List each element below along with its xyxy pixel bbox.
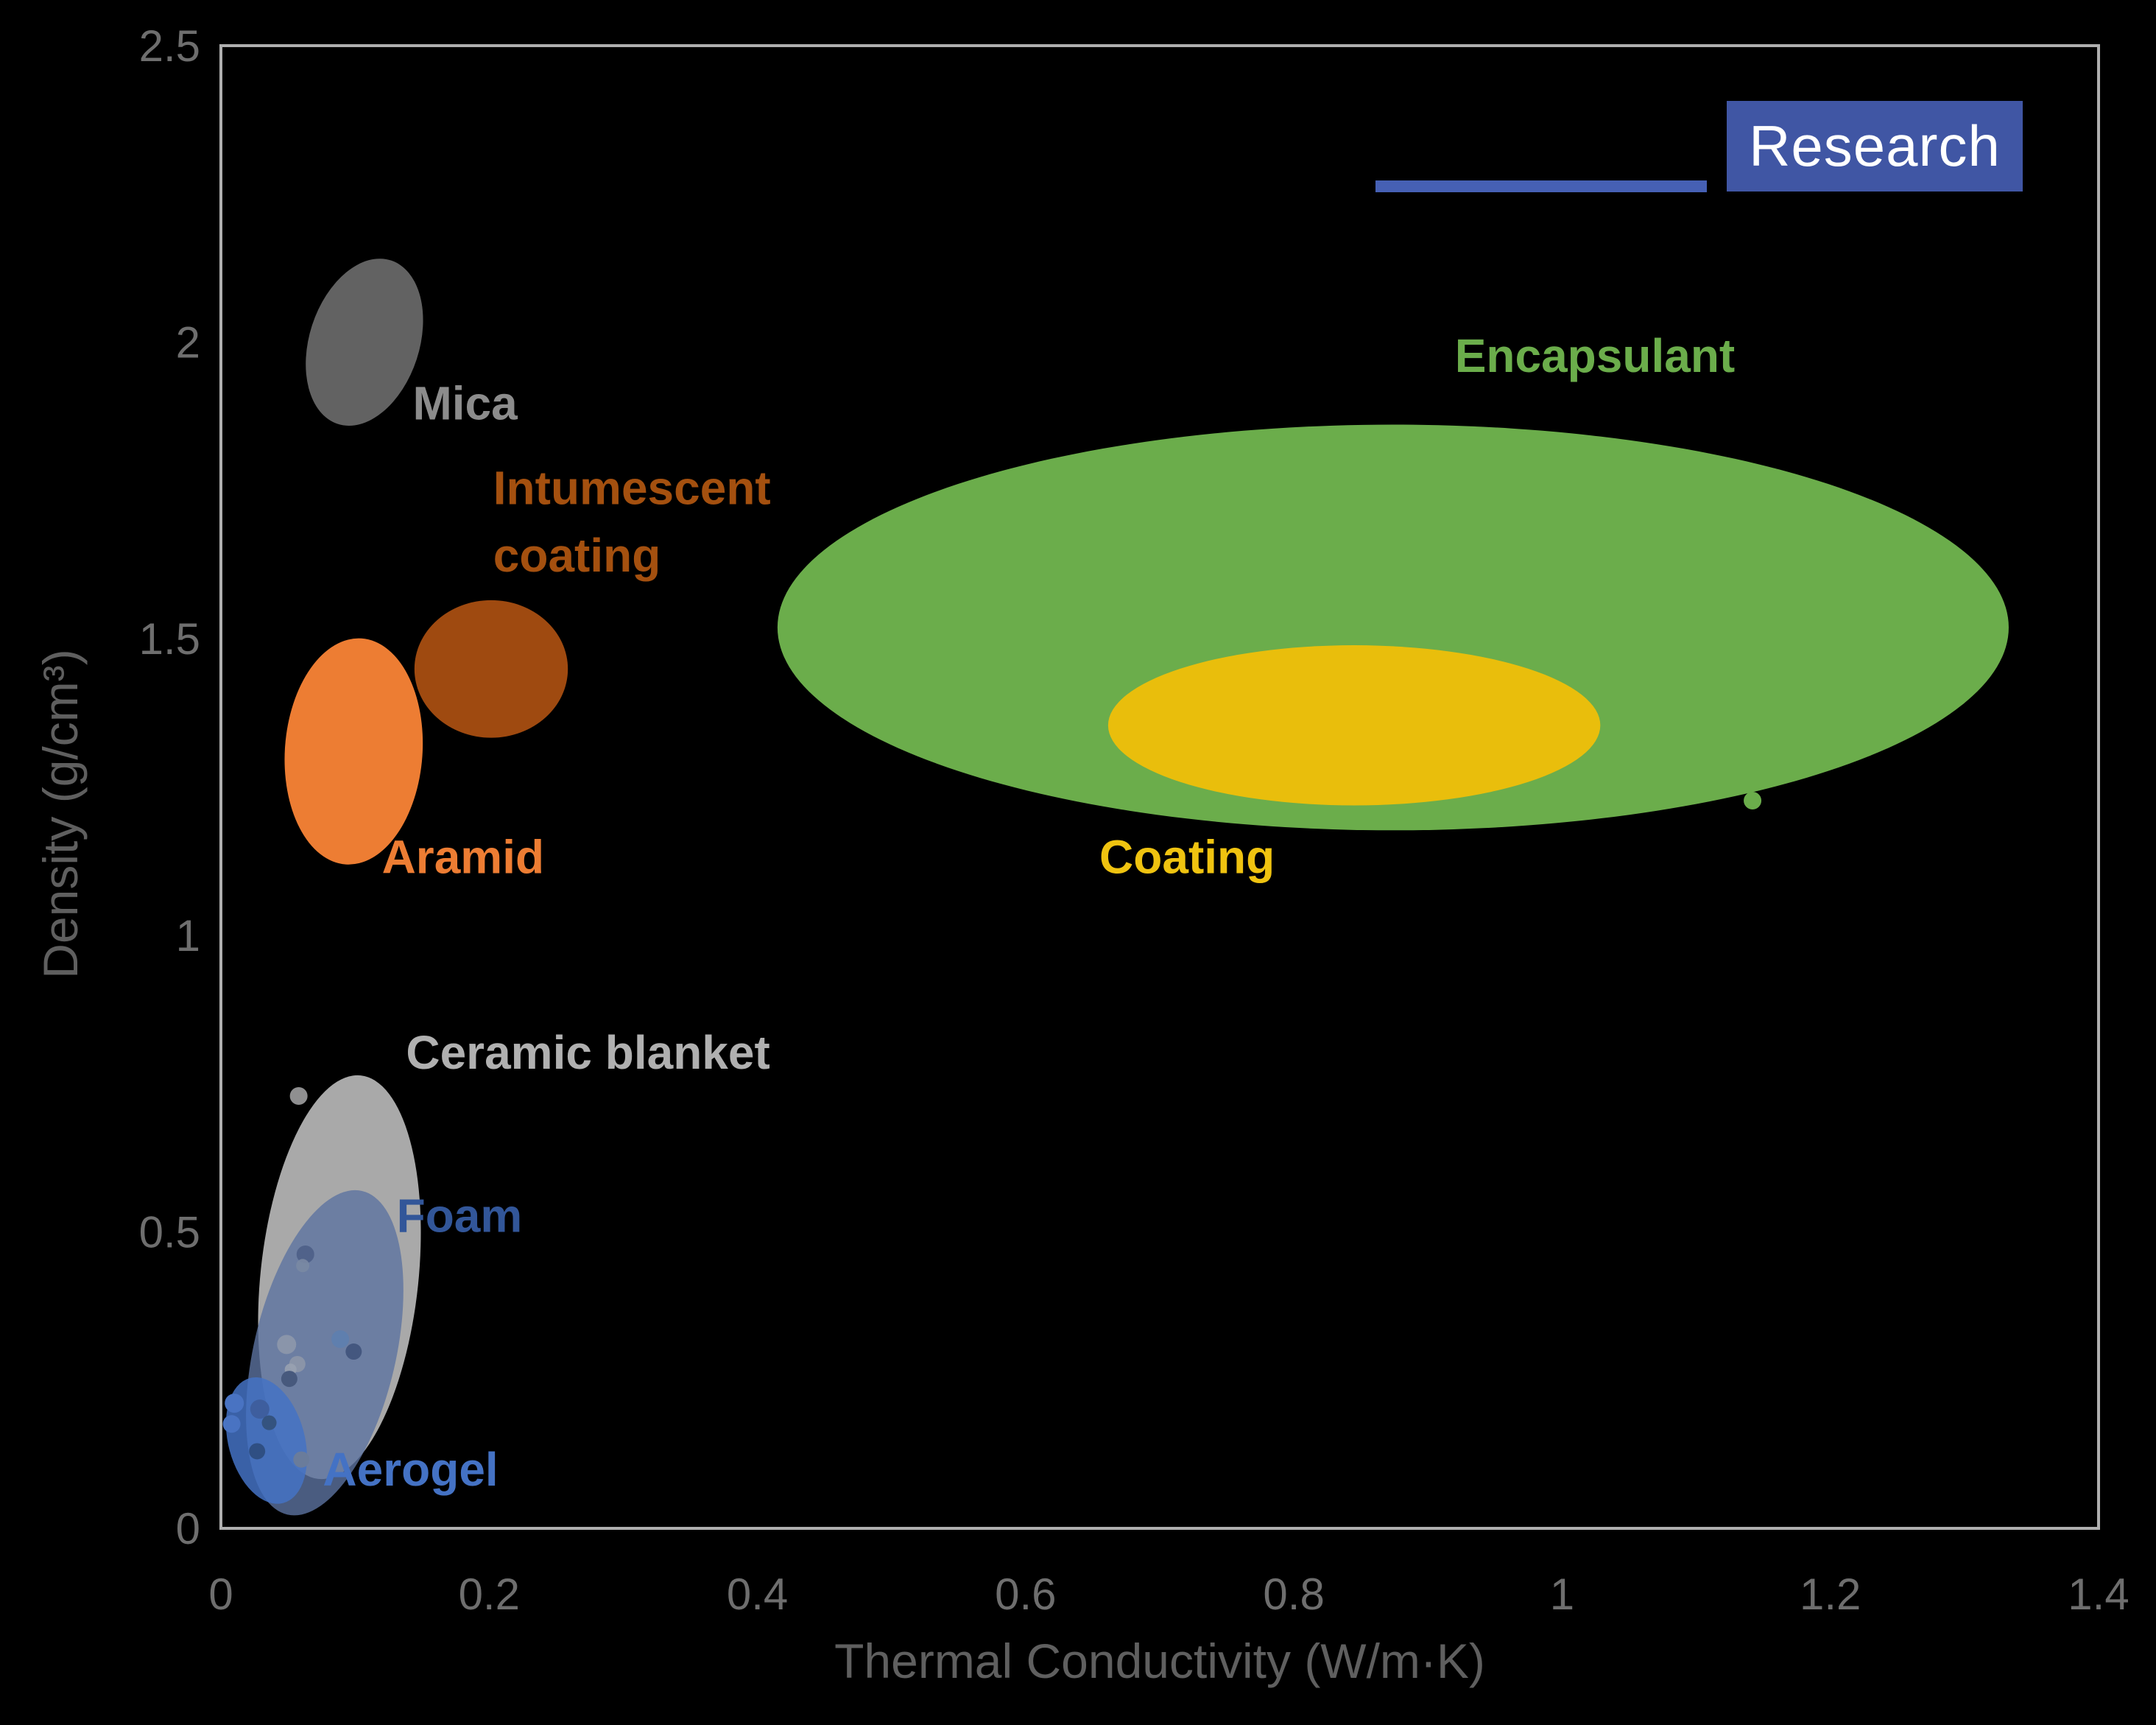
data-point-13 [225, 1394, 244, 1413]
region-aerogel-ellipse [225, 1377, 307, 1504]
label-aramid: Aramid [382, 830, 545, 883]
data-point-5 [345, 1343, 362, 1360]
data-point-15 [1744, 792, 1762, 810]
x-tick-0: 0 [208, 1570, 233, 1619]
logo-research-text: Research [1749, 113, 2001, 178]
data-point-10 [261, 1415, 277, 1430]
data-point-8 [281, 1371, 297, 1388]
label-ceramic-blanket: Ceramic blanket [406, 1026, 769, 1079]
label-intumescent-coating-line2: coating [493, 529, 661, 582]
x-tick-0.8: 0.8 [1263, 1570, 1324, 1619]
plot-area-border [219, 44, 2100, 1530]
data-point-11 [249, 1443, 266, 1460]
label-encapsulant: Encapsulant [1455, 329, 1736, 382]
x-axis-title: Thermal Conductivity (W/m·K) [834, 1634, 1485, 1688]
region-aramid-ellipse [284, 638, 423, 865]
data-point-4 [331, 1330, 350, 1349]
region-coating-ellipse [1107, 645, 1601, 806]
label-mica: Mica [412, 376, 518, 429]
y-tick-0: 0 [176, 1504, 200, 1553]
logo-research-box: Research [1727, 101, 2023, 192]
data-point-2 [289, 1087, 308, 1106]
data-point-3 [277, 1335, 297, 1355]
label-coating: Coating [1099, 830, 1275, 883]
region-encapsulant-ellipse [777, 424, 2009, 831]
data-point-9 [250, 1399, 270, 1419]
x-tick-0.2: 0.2 [459, 1570, 520, 1619]
label-foam: Foam [397, 1189, 523, 1242]
y-tick-2.5: 2.5 [139, 21, 200, 71]
y-tick-1: 1 [176, 911, 200, 960]
data-point-0 [296, 1245, 314, 1263]
label-intumescent-coating-line1: Intumescent [493, 461, 771, 514]
region-intumescent-coating-ellipse [414, 600, 568, 738]
data-point-1 [296, 1259, 310, 1273]
y-tick-1.5: 1.5 [139, 614, 200, 664]
x-tick-0.6: 0.6 [995, 1570, 1056, 1619]
y-tick-2: 2 [176, 318, 200, 368]
y-axis-title: Density (g/cm³) [33, 649, 88, 978]
y-tick-0.5: 0.5 [139, 1207, 200, 1257]
x-tick-0.4: 0.4 [727, 1570, 788, 1619]
x-tick-1: 1 [1550, 1570, 1574, 1619]
x-tick-1.2: 1.2 [1800, 1570, 1861, 1619]
x-tick-1.4: 1.4 [2068, 1570, 2129, 1619]
data-point-12 [293, 1451, 310, 1468]
region-mica-ellipse [306, 259, 423, 426]
logo-underline-bar [1375, 180, 1707, 192]
data-point-14 [222, 1415, 241, 1433]
label-aerogel: Aerogel [323, 1443, 498, 1496]
